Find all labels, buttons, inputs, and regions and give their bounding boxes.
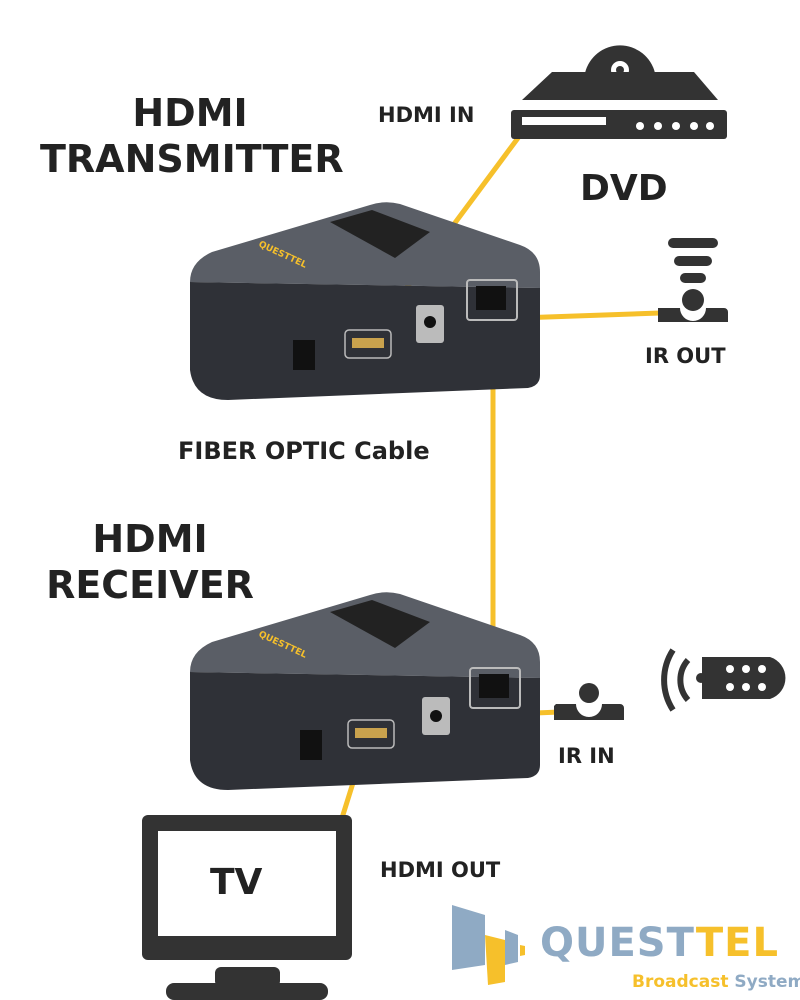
ir-in-label: IR IN bbox=[558, 744, 615, 768]
dvd-label: DVD bbox=[580, 168, 668, 209]
tv-label: TV bbox=[210, 862, 263, 903]
hdmi-out-label: HDMI OUT bbox=[380, 858, 501, 882]
transmitter-title-line2: TRANSMITTER bbox=[40, 137, 344, 181]
fiber-optic-cable-label: FIBER OPTIC Cable bbox=[178, 437, 430, 465]
remote-control-icon bbox=[661, 648, 786, 712]
hdmi-in-label: HDMI IN bbox=[378, 103, 475, 127]
questtel-logo-text: QUESTTEL bbox=[540, 920, 779, 966]
tagline-part2: Systems bbox=[734, 972, 800, 992]
ir-receiver-icon bbox=[554, 683, 624, 720]
tagline-part1: Broadcast bbox=[632, 972, 729, 992]
transmitter-title: HDMI TRANSMITTER bbox=[40, 90, 344, 182]
hdmi-transmitter-device: QUESTTEL bbox=[190, 202, 540, 400]
questtel-tagline: Broadcast Systems bbox=[632, 972, 800, 992]
receiver-title-line2: RECEIVER bbox=[46, 563, 254, 607]
logo-name-part2: TEL bbox=[695, 920, 779, 966]
hdmi-receiver-device: QUESTTEL bbox=[190, 592, 540, 790]
ir-emitter-icon bbox=[658, 238, 728, 322]
tv-icon bbox=[142, 815, 352, 1000]
receiver-title: HDMI RECEIVER bbox=[20, 516, 280, 608]
receiver-title-line1: HDMI bbox=[92, 517, 208, 561]
dvd-icon bbox=[511, 45, 727, 139]
ir-out-label: IR OUT bbox=[645, 344, 726, 368]
logo-name-part1: QUEST bbox=[540, 920, 696, 966]
transmitter-title-line1: HDMI bbox=[132, 91, 248, 135]
questtel-logo-icon bbox=[452, 905, 525, 985]
